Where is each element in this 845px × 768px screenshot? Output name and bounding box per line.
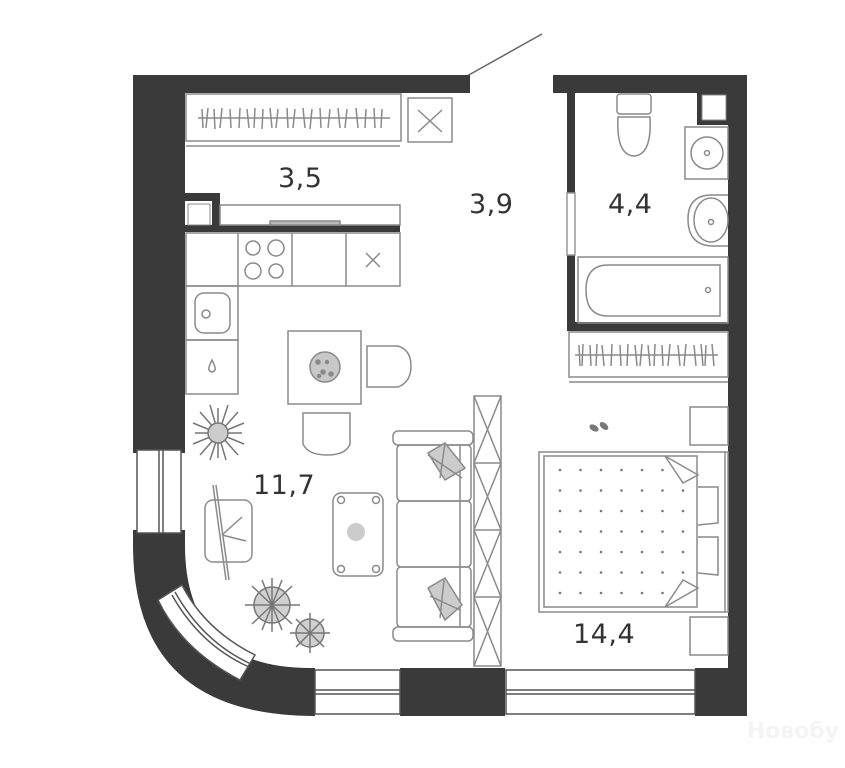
shelving-unit	[473, 395, 502, 667]
dining-table	[287, 330, 362, 405]
chair-right	[366, 345, 412, 388]
wardrobe-top	[185, 93, 402, 147]
sofa	[392, 430, 474, 642]
area-label-storage: 3,5	[278, 163, 323, 194]
slippers-icon	[589, 422, 609, 432]
plant-icon	[192, 404, 245, 461]
chair-bottom	[302, 412, 351, 456]
plant-icon	[245, 578, 330, 653]
stove-icon	[244, 239, 285, 280]
area-label-hallway: 3,9	[469, 189, 514, 220]
bathtub	[577, 256, 729, 324]
kitchen-counter	[185, 232, 401, 287]
area-label-living: 11,7	[253, 470, 316, 501]
walls	[133, 75, 747, 716]
sink	[185, 285, 239, 395]
bathroom-sink	[684, 126, 729, 247]
area-label-bathroom: 4,4	[608, 189, 653, 220]
windows	[136, 449, 696, 715]
area-label-bedroom: 14,4	[573, 619, 636, 650]
bed	[538, 451, 729, 613]
watermark: Новобу	[746, 719, 839, 744]
toilet	[616, 93, 652, 157]
wardrobe-bedroom	[568, 331, 729, 383]
vent-box	[407, 97, 453, 143]
nightstand-top	[689, 406, 729, 446]
nightstand-bottom	[689, 616, 729, 656]
coffee-table	[332, 492, 384, 577]
entrance-door	[466, 33, 543, 77]
armchair	[204, 484, 253, 581]
bed-pattern	[558, 468, 685, 595]
